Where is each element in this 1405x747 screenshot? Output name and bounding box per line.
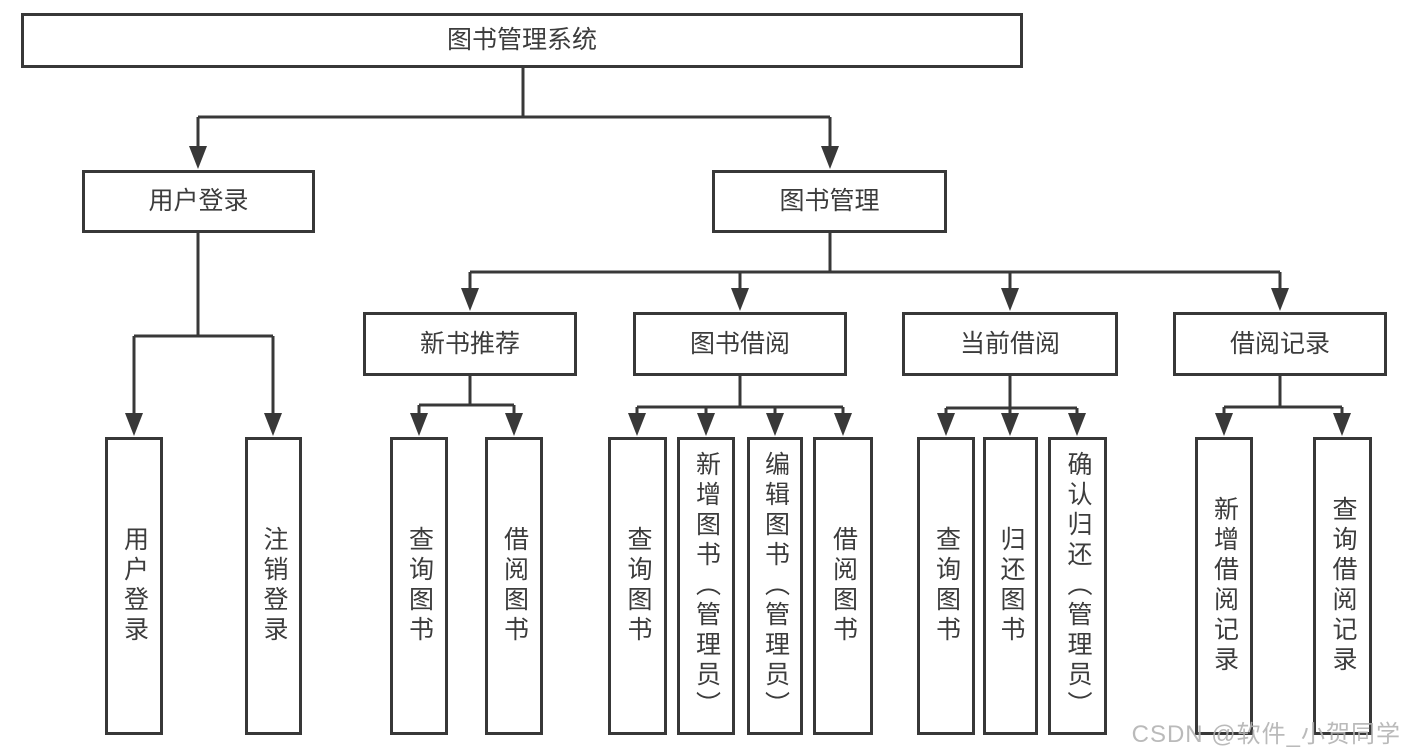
leaf-add-borrow-record: 新增借阅记录 — [1195, 437, 1253, 735]
node-borrow-records: 借阅记录 — [1173, 312, 1387, 376]
leaf-confirm-return-admin: 确认归还（管理员） — [1048, 437, 1107, 735]
node-label: 图书借阅 — [689, 329, 790, 358]
node-label: 新增图书（管理员） — [692, 451, 721, 721]
leaf-add-books-admin: 新增图书（管理员） — [677, 437, 735, 735]
leaf-user-login: 用户登录 — [105, 437, 163, 735]
node-label: 归还图书 — [997, 526, 1025, 646]
node-label: 借阅图书 — [829, 526, 858, 646]
node-label: 确认归还（管理员） — [1064, 451, 1092, 721]
node-book-borrow: 图书借阅 — [633, 312, 847, 376]
node-label: 查询图书 — [932, 526, 961, 646]
node-label: 查询借阅记录 — [1329, 496, 1357, 676]
node-label: 图书管理 — [779, 187, 880, 215]
csdn-watermark: CSDN @软件_小贺同学 — [1131, 721, 1401, 747]
node-label: 用户登录 — [148, 187, 249, 215]
node-library-management-system: 图书管理系统 — [21, 13, 1023, 68]
leaf-query-books-borrow: 查询图书 — [608, 437, 667, 735]
leaf-query-books-current: 查询图书 — [917, 437, 975, 735]
leaf-logout: 注销登录 — [245, 437, 302, 735]
node-label: 查询图书 — [624, 526, 652, 646]
node-label: 编辑图书（管理员） — [761, 451, 790, 721]
leaf-borrow-books: 借阅图书 — [813, 437, 873, 735]
node-label: 借阅图书 — [500, 526, 529, 646]
leaf-query-borrow-record: 查询借阅记录 — [1313, 437, 1372, 735]
node-label: 注销登录 — [260, 526, 288, 646]
node-label: 当前借阅 — [959, 329, 1060, 358]
node-user-login: 用户登录 — [82, 170, 315, 233]
node-label: 用户登录 — [120, 526, 149, 646]
node-label: 图书管理系统 — [446, 26, 597, 54]
leaf-return-books: 归还图书 — [983, 437, 1038, 735]
node-book-management: 图书管理 — [712, 170, 947, 233]
leaf-borrow-books-recommend: 借阅图书 — [485, 437, 543, 735]
node-label: 新书推荐 — [419, 329, 520, 358]
leaf-query-books-recommend: 查询图书 — [390, 437, 448, 735]
node-label: 借阅记录 — [1229, 329, 1330, 358]
node-label: 新增借阅记录 — [1210, 496, 1239, 676]
node-label: 查询图书 — [405, 526, 434, 646]
node-current-borrow: 当前借阅 — [902, 312, 1118, 376]
leaf-edit-books-admin: 编辑图书（管理员） — [747, 437, 803, 735]
node-new-book-recommend: 新书推荐 — [363, 312, 577, 376]
